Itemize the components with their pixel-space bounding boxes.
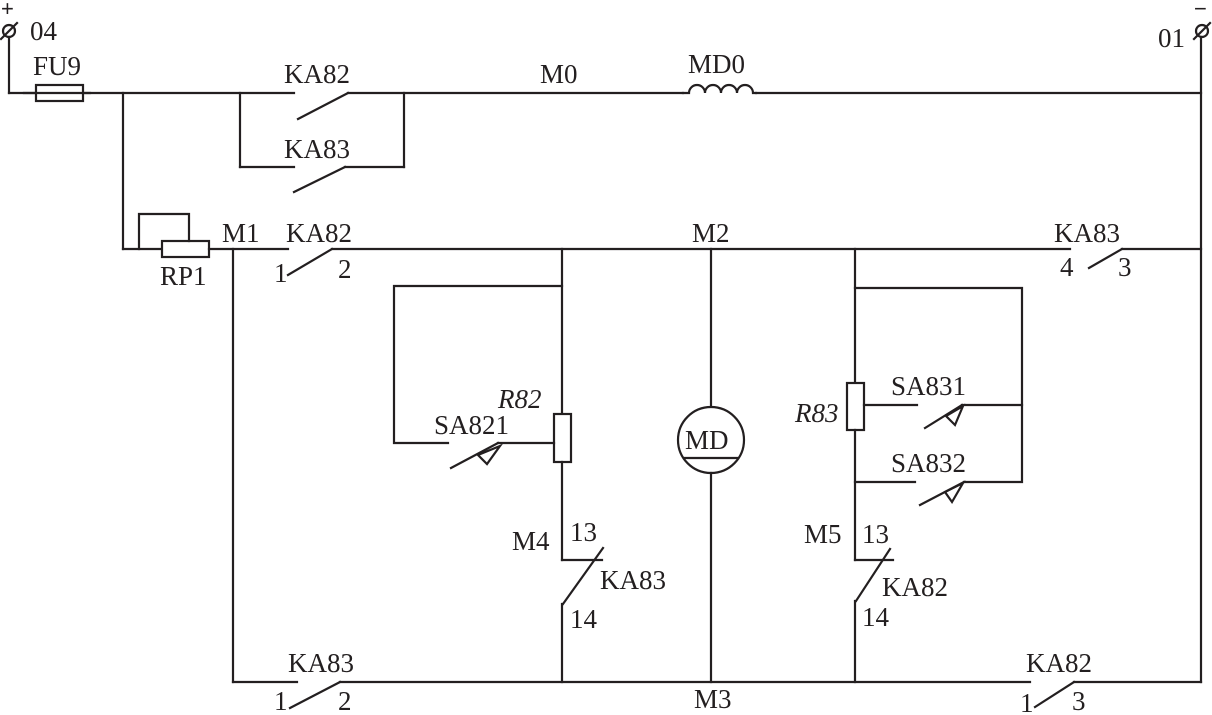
nc-contact-right-pin-b: 14 [862, 602, 890, 632]
bottom-left-contact-pin-a: 1 [274, 686, 288, 715]
switch-right-2-label: SA832 [891, 448, 966, 478]
mid-left-contact-pin-a: 1 [274, 258, 288, 288]
motor-branch: MD [676, 247, 746, 684]
negative-terminal-label: 01 [1158, 23, 1185, 53]
positive-terminal: + 04 [0, 0, 58, 46]
bottom-right-contact-label: KA82 [1026, 648, 1092, 678]
bottom-left-contact-pin-b: 2 [338, 686, 352, 715]
switch-blade [923, 403, 964, 430]
bottom-left-contact-label: KA83 [288, 648, 354, 678]
switch-actuator-icon [944, 403, 966, 427]
switch-right-1-label: SA831 [891, 371, 966, 401]
terminal-slash [0, 21, 19, 41]
right-field-branch: R83 SA831 SA832 M5 13 KA82 14 [794, 247, 1024, 684]
node-m1-label: M1 [222, 218, 260, 248]
resistor-left-label: R82 [497, 384, 542, 414]
switch-left-label: SA821 [434, 410, 509, 440]
negative-terminal: − 01 [1158, 0, 1212, 53]
rheostat-icon [160, 239, 211, 259]
top-contact-2-label: KA83 [284, 134, 350, 164]
resistor-icon [552, 412, 573, 464]
nc-contact-blade [854, 547, 892, 603]
rheostat-label: RP1 [160, 261, 207, 291]
no-contact-blade [292, 165, 347, 194]
coil-label: MD0 [688, 49, 745, 79]
mid-right-contact-label: KA83 [1054, 218, 1120, 248]
switch-actuator-icon [476, 443, 504, 466]
rheostat-wiper [137, 212, 191, 251]
nc-contact-right-pin-a: 13 [862, 519, 889, 549]
rheostat-branch: RP1 M1 [121, 91, 290, 291]
negative-sign: − [1194, 0, 1207, 21]
bottom-right-contact-pin-a: 1 [1020, 688, 1034, 715]
no-contact-blade [1033, 680, 1076, 709]
no-contact-blade [296, 91, 350, 121]
mid-right-contact-pin-a: 4 [1060, 252, 1074, 282]
no-contact-blade [286, 247, 334, 277]
bypass-wire [392, 284, 564, 445]
nc-contact-left-pin-a: 13 [570, 517, 597, 547]
terminal-slash [1192, 21, 1212, 41]
node-m5-label: M5 [804, 519, 842, 549]
bottom-right-contact-pin-b: 3 [1072, 686, 1086, 715]
nc-contact-right-label: KA82 [882, 572, 948, 602]
resistor-right-label: R83 [794, 398, 839, 428]
nc-contact-blade [561, 546, 605, 606]
switch-actuator-icon [943, 480, 966, 505]
mid-right-contact-pin-b: 3 [1118, 252, 1132, 282]
mid-left-contact-label: KA82 [286, 218, 352, 248]
node-m0-label: M0 [540, 59, 578, 89]
top-branch: FU9 KA82 KA83 M0 MD0 [7, 35, 1203, 194]
nc-contact-left-label: KA83 [600, 565, 666, 595]
no-contact-blade [288, 680, 342, 710]
top-contact-1-label: KA82 [284, 59, 350, 89]
fuse-label: FU9 [33, 51, 81, 81]
positive-terminal-label: 04 [30, 16, 58, 46]
left-field-branch: R82 SA821 M4 13 KA83 14 [392, 247, 666, 684]
node-m4-label: M4 [512, 526, 550, 556]
resistor-icon [845, 381, 866, 432]
node-m2-label: M2 [692, 218, 730, 248]
motor-label: MD [685, 425, 729, 455]
node-m3-label: M3 [694, 684, 732, 714]
m2-bus: KA82 1 2 M2 KA83 4 3 [274, 218, 1203, 288]
switch-blade [449, 441, 500, 470]
positive-sign: + [1, 0, 14, 21]
mid-left-contact-pin-b: 2 [338, 254, 352, 284]
m3-bus: KA83 1 2 M3 KA82 1 3 [231, 648, 1203, 715]
bypass-wire [853, 286, 1024, 484]
coil-icon [681, 83, 758, 95]
nc-contact-left-pin-b: 14 [570, 604, 598, 634]
no-contact-blade [1087, 247, 1124, 270]
